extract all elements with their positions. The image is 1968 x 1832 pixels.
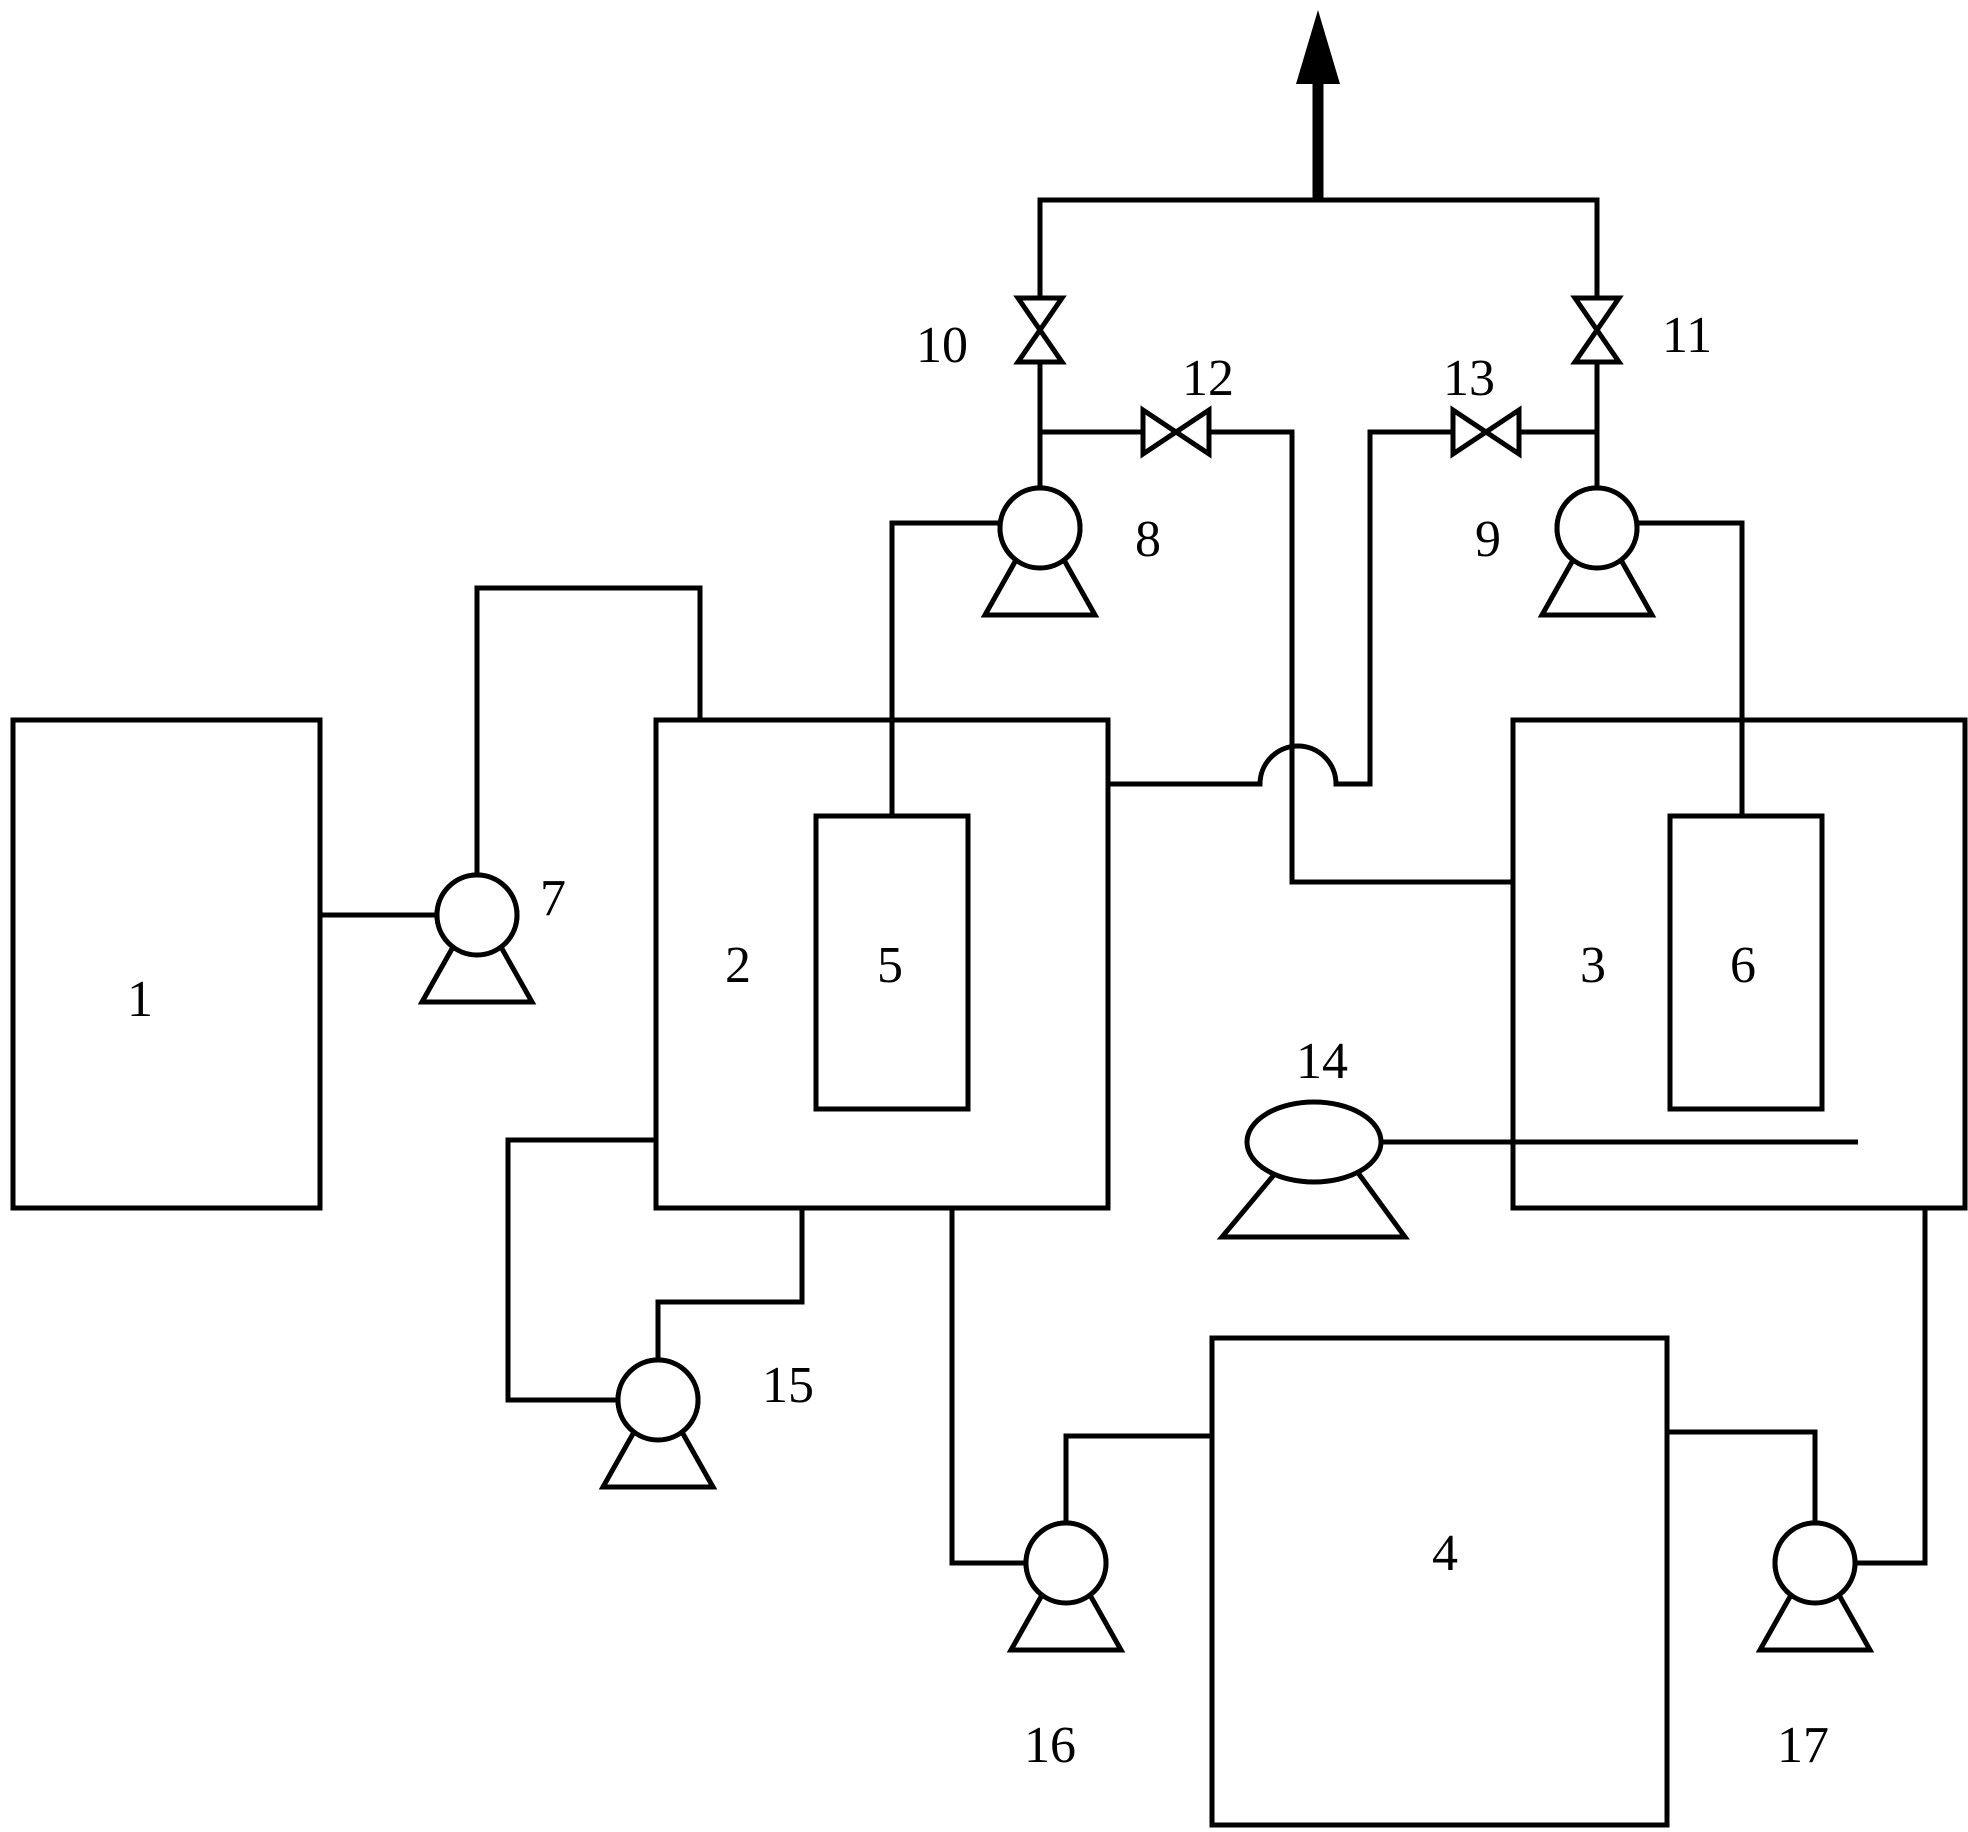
pipe-pump-8-module-5 — [889, 520, 1000, 816]
pump-15-label: 15 — [762, 1357, 814, 1414]
pump-15: 15 — [603, 1357, 814, 1487]
exhaust-manifold — [1037, 197, 1600, 388]
tank-4-label: 4 — [1432, 1525, 1458, 1582]
pipe-tank-4-pump-17 — [1667, 1429, 1818, 1523]
tank-3: 3 — [1510, 717, 1968, 1211]
pump-9: 9 — [1475, 488, 1652, 615]
valve-13-label: 13 — [1443, 350, 1495, 407]
module-6-label: 6 — [1730, 937, 1756, 994]
pump-16-label: 16 — [1024, 1717, 1076, 1774]
pipe-valve-13-branch — [1108, 429, 1597, 787]
pump-7: 7 — [422, 870, 566, 1002]
pipe-valve-12-branch — [1040, 429, 1513, 885]
pipes — [320, 10, 1928, 1566]
module-5: 5 — [813, 813, 971, 1112]
tank-1-label: 1 — [127, 971, 153, 1028]
pipe-pump-7-tank-2 — [474, 585, 703, 875]
pipe-tank-2-pump-16 — [949, 1208, 1026, 1566]
tank-4: 4 — [1209, 1335, 1670, 1828]
pipe-pump-15-recirculation — [505, 1137, 805, 1403]
pump-8-label: 8 — [1135, 511, 1161, 568]
tank-2: 2 — [653, 717, 1111, 1211]
valve-10: 10 — [916, 298, 1062, 374]
pump-17-label: 17 — [1777, 1717, 1829, 1774]
blower-14-label: 14 — [1296, 1033, 1348, 1090]
exhaust-arrow-head — [1296, 10, 1340, 84]
valve-11: 11 — [1575, 298, 1712, 364]
pump-16: 16 — [1011, 1523, 1121, 1774]
pump-8: 8 — [985, 488, 1161, 615]
valve-10-label: 10 — [916, 317, 968, 374]
tank-1: 1 — [10, 717, 323, 1211]
valve-13: 13 — [1443, 350, 1519, 454]
pipe-pump-17-tank-3 — [1855, 1208, 1928, 1566]
pipe-pump-9-module-6 — [1637, 520, 1745, 816]
pump-7-label: 7 — [540, 870, 566, 927]
valve-12-label: 12 — [1182, 350, 1234, 407]
pipe-pump-16-tank-4 — [1063, 1433, 1212, 1523]
pump-9-label: 9 — [1475, 511, 1501, 568]
module-5-label: 5 — [877, 937, 903, 994]
blower-14: 14 — [1216, 1033, 1410, 1240]
tank-3-label: 3 — [1580, 937, 1606, 994]
tank-2-label: 2 — [725, 937, 751, 994]
pump-17: 17 — [1760, 1523, 1870, 1774]
module-6: 6 — [1667, 813, 1825, 1112]
valve-11-label: 11 — [1662, 307, 1712, 364]
valve-12: 12 — [1143, 350, 1234, 454]
